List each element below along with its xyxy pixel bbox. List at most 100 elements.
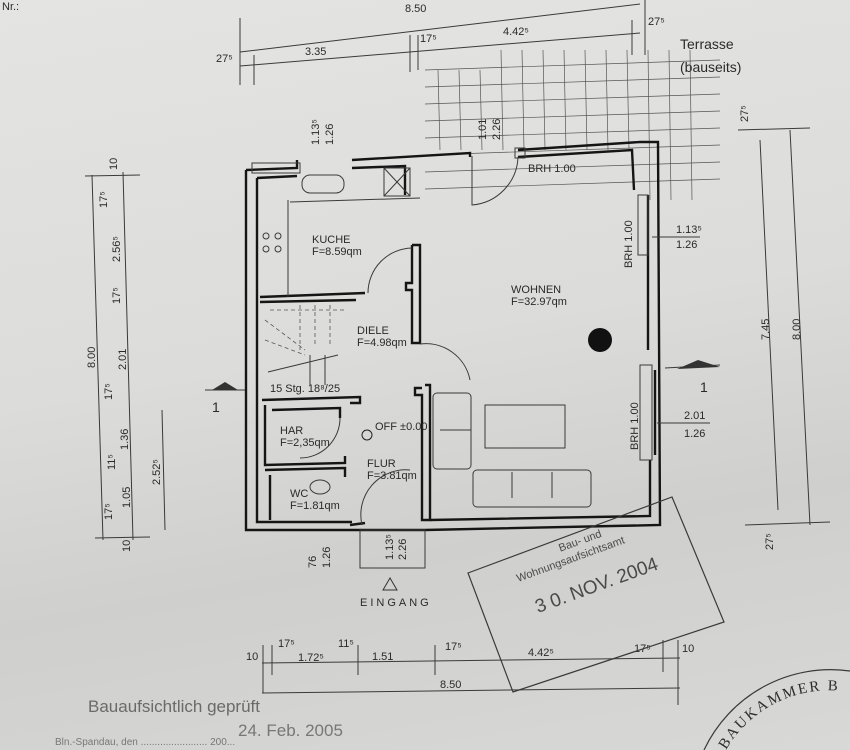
approval-date: 24. Feb. 2005 — [238, 721, 343, 740]
room-area-kuche: F=8.59qm — [312, 246, 362, 258]
kitchen-window-width: 1.13⁵ — [310, 119, 322, 145]
grid-line — [668, 49, 672, 201]
approval-place: Bln.-Spandau, den ......................… — [55, 737, 235, 748]
dim-top-total: 8.50 — [405, 3, 426, 15]
entrance-door-width: 1.13⁵ — [384, 534, 396, 560]
grid-line — [424, 76, 721, 88]
room-area-har: F=2,35qm — [280, 437, 330, 449]
top-dimensions: 8.50 27⁵ 3.35 17⁵ 4.42⁵ 27⁵ — [216, 0, 665, 85]
dimension-label: 10 — [121, 540, 133, 552]
section-marker-label: 1 — [700, 379, 708, 395]
approval-title: Bauaufsichtlich geprüft — [88, 697, 260, 716]
terrace-door-width: 1.01 — [477, 119, 489, 140]
level-label: OFF ±0.00 — [375, 421, 428, 433]
dim-top-a: 27⁵ — [216, 53, 233, 65]
dim-top-b: 3.35 — [305, 46, 326, 58]
grid-line — [424, 127, 721, 139]
room-name-diele: DIELE — [357, 325, 389, 337]
room-name-wohnen: WOHNEN — [511, 284, 561, 296]
dimension-label: 27⁵ — [739, 105, 751, 122]
right-dimensions: 27⁵ 7.45 8.00 27⁵ — [737, 105, 831, 550]
entrance-door-height: 2.26 — [397, 539, 409, 560]
baukammer-seal: BAUKAMMER B — [703, 669, 850, 750]
seal-text: BAUKAMMER B — [716, 678, 838, 750]
dimension-label: 17⁵ — [111, 287, 123, 304]
kitchen-fixtures — [262, 167, 421, 297]
brh-top: BRH 1.00 — [528, 163, 576, 175]
grid-line — [424, 59, 721, 71]
terrace-door-height: 2.26 — [491, 119, 503, 140]
section-marker-left: 1 — [205, 382, 245, 415]
wc-window-width: 76 — [307, 556, 319, 568]
grid-line — [479, 69, 483, 151]
svg-text:BAUKAMMER B: BAUKAMMER B — [716, 678, 840, 750]
dimension-label: 1.36 — [119, 429, 131, 450]
staircase: 15 Stg. 18⁸/25 — [264, 305, 345, 395]
dimension-label: 2.56⁵ — [111, 236, 123, 262]
room-area-wohnen: F=32.97qm — [511, 296, 567, 308]
dim-left-total: 8.00 — [86, 347, 98, 368]
section-marker-label: 1 — [212, 399, 220, 415]
terrace-label: Terrasse — [680, 36, 734, 52]
brh-right-lower: BRH 1.00 — [629, 402, 641, 450]
dimension-label: 17⁵ — [445, 641, 462, 653]
grid-line — [605, 49, 609, 151]
grid-line — [424, 110, 721, 122]
room-name-kuche: KUCHE — [312, 234, 351, 246]
stairs-label: 15 Stg. 18⁸/25 — [270, 383, 340, 395]
dimension-label: 17⁵ — [278, 638, 295, 650]
grid-line — [689, 49, 693, 201]
room-area-flur: F=3.81qm — [367, 470, 417, 482]
dim-top-c: 17⁵ — [420, 33, 437, 45]
dimension-label: 1.51 — [372, 651, 393, 663]
dimension-label: 27⁵ — [764, 533, 776, 550]
sofa-icon — [472, 469, 592, 508]
grid-line — [584, 49, 588, 151]
dimension-label: 17⁵ — [103, 503, 115, 520]
toilet-icon — [309, 479, 331, 495]
living-room-furniture — [309, 392, 592, 508]
document-number-label: Nr.: — [2, 1, 19, 13]
bottom-dimensions: 10 17⁵ 1.72⁵ 11⁵ 1.51 17⁵ 4.42⁵ 17⁵ 10 8… — [246, 638, 694, 705]
dimension-label: 17⁵ — [103, 383, 115, 400]
dimension-label: 11⁵ — [106, 454, 118, 470]
room-name-har: HAR — [280, 425, 303, 437]
right-lower-window-width: 2.01 — [684, 410, 705, 422]
left-dimensions: 10 17⁵ 2.56⁵ 17⁵ 2.01 8.00 17⁵ 1.36 11⁵ … — [84, 158, 166, 552]
grid-line — [424, 144, 721, 156]
sink-icon — [301, 174, 345, 194]
right-lower-window-height: 1.26 — [684, 428, 705, 440]
terrace-grid — [424, 49, 721, 201]
ink-blot — [588, 328, 612, 352]
dimension-label: 2.52⁵ — [151, 459, 163, 485]
dim-right-total: 8.00 — [791, 319, 803, 340]
grid-line — [458, 69, 462, 151]
room-name-wc: WC — [290, 488, 308, 500]
dim-right-inner: 7.45 — [760, 319, 772, 340]
grid-line — [424, 178, 721, 190]
sofa-icon — [432, 392, 472, 470]
grid-line — [437, 69, 441, 151]
dimension-label: 10 — [108, 158, 120, 170]
terrace-note: (bauseits) — [680, 59, 741, 75]
section-marker-right: 1 — [664, 360, 721, 395]
dimension-label: 2.01 — [117, 349, 129, 370]
seal-outline — [703, 669, 850, 750]
grid-line — [647, 49, 651, 201]
dimension-label: 17⁵ — [98, 191, 110, 208]
room-labels: KUCHE F=8.59qm DIELE F=4.98qm WOHNEN F=3… — [280, 234, 567, 512]
dimension-label: 1.72⁵ — [298, 652, 324, 664]
window-labels: BRH 1.00 BRH 1.00 BRH 1.00 1.13⁵ 1.26 1.… — [307, 119, 710, 569]
wc-window-height: 1.26 — [321, 547, 333, 568]
room-name-flur: FLUR — [367, 458, 396, 470]
right-upper-window-width: 1.13⁵ — [676, 224, 702, 236]
grid-line — [424, 93, 721, 105]
grid-line — [500, 49, 504, 151]
dimension-label: 4.42⁵ — [528, 647, 554, 659]
kitchen-window-height: 1.26 — [324, 124, 336, 145]
grid-line — [424, 161, 721, 173]
room-area-diele: F=4.98qm — [357, 337, 407, 349]
brh-right-upper: BRH 1.00 — [623, 220, 635, 268]
entrance-arrow-icon — [382, 577, 398, 591]
